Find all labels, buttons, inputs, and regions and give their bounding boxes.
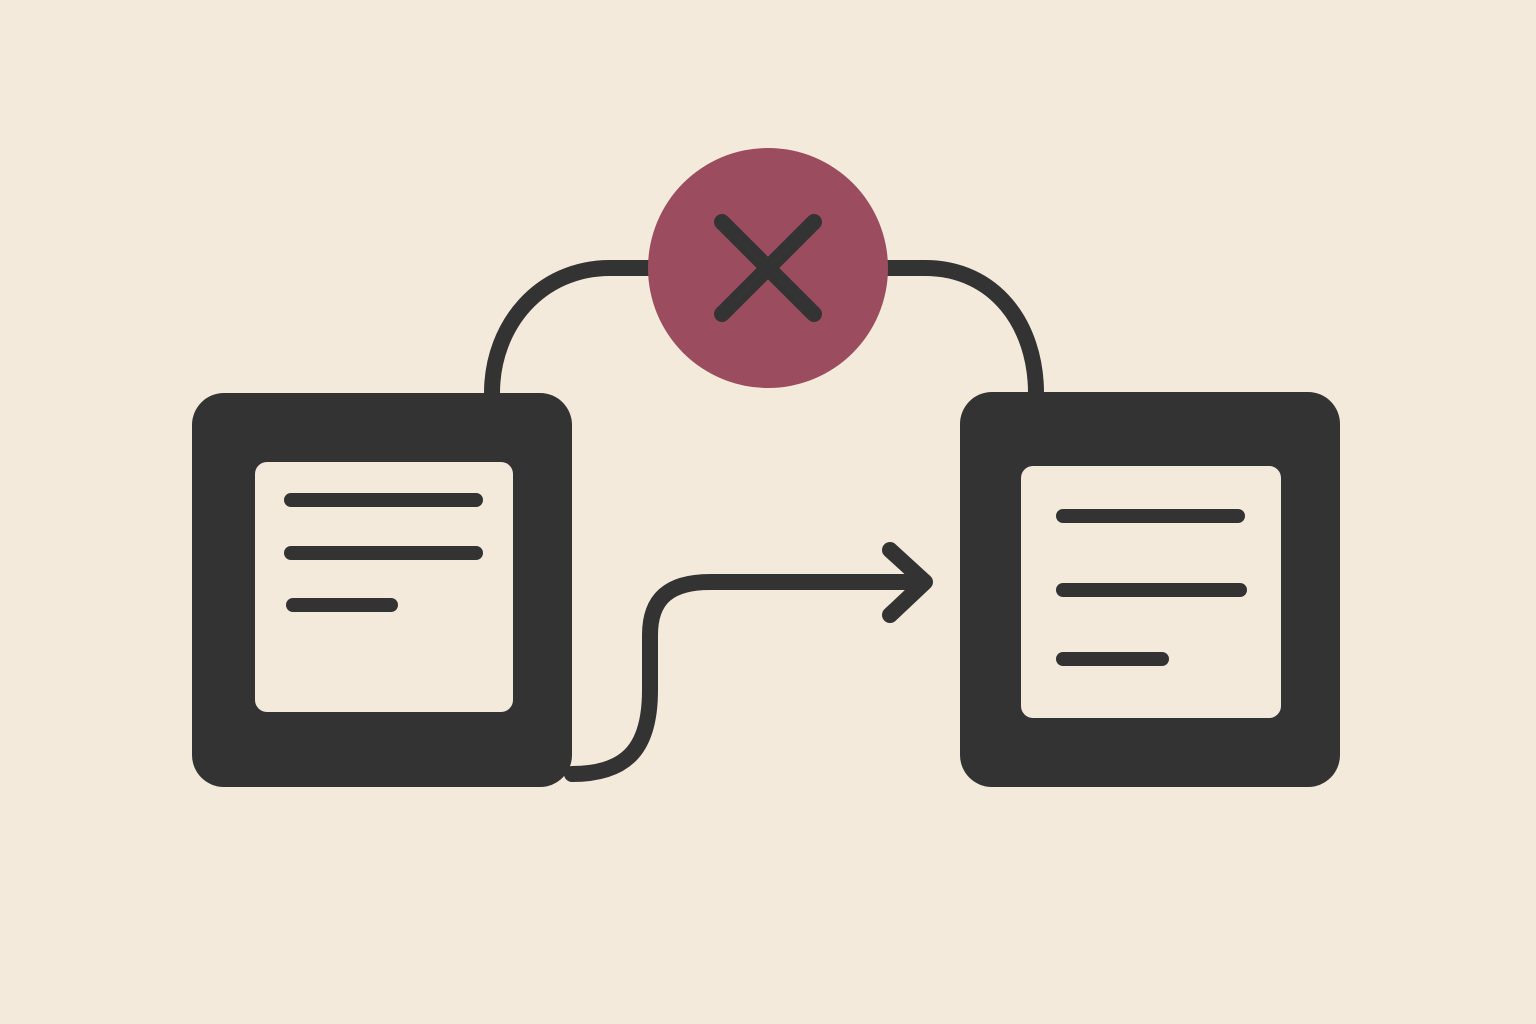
target-document-node	[960, 392, 1340, 787]
source-document-node	[192, 393, 572, 787]
document-icon	[255, 462, 513, 712]
arrow-right-icon	[882, 542, 933, 623]
source-document-page	[255, 462, 513, 712]
allowed-connection	[564, 574, 926, 782]
close-icon	[714, 214, 822, 322]
blocked-connection-left	[484, 260, 662, 401]
blocked-connection-right	[876, 260, 1044, 401]
document-icon	[1021, 466, 1281, 718]
